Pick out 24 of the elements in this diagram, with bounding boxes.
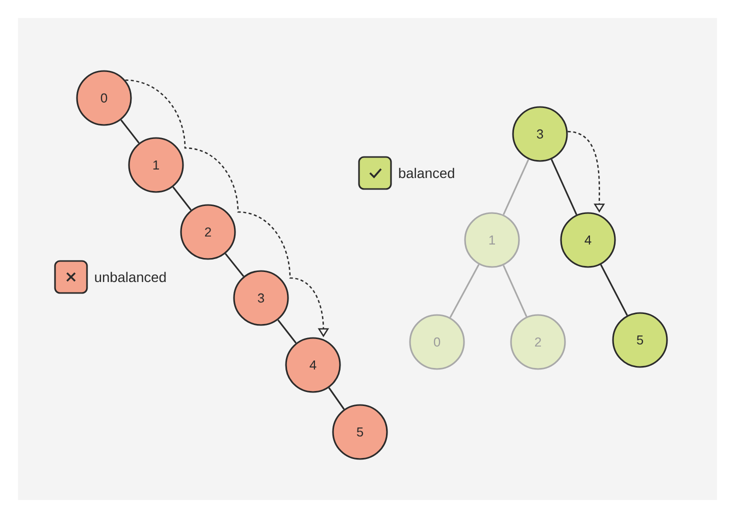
tree-edge bbox=[120, 119, 140, 144]
tree-node: 4 bbox=[560, 212, 616, 268]
tree-edge bbox=[224, 253, 244, 277]
legend-label: unbalanced bbox=[95, 272, 166, 282]
tree-node: 3 bbox=[512, 106, 568, 162]
tree-edge bbox=[450, 264, 480, 318]
tree-node: 0 bbox=[76, 70, 132, 126]
tree-edge bbox=[172, 186, 192, 211]
tree-node: 0 bbox=[409, 314, 465, 370]
tree-node: 2 bbox=[180, 204, 236, 260]
tree-node: 5 bbox=[612, 312, 668, 368]
tree-node: 1 bbox=[464, 212, 520, 268]
tree-edge bbox=[277, 319, 297, 344]
tree-node: 4 bbox=[285, 337, 341, 393]
tree-node: 2 bbox=[510, 314, 566, 370]
tree-edge bbox=[600, 264, 628, 316]
tree-node: 1 bbox=[128, 137, 184, 193]
tree-node: 3 bbox=[233, 270, 289, 326]
tree-edge bbox=[502, 265, 528, 317]
tree-node: 5 bbox=[332, 404, 388, 460]
tree-edge bbox=[502, 159, 530, 215]
tree-edge bbox=[328, 387, 345, 410]
tree-edge bbox=[550, 159, 578, 215]
legend-label: balanced bbox=[399, 168, 454, 178]
